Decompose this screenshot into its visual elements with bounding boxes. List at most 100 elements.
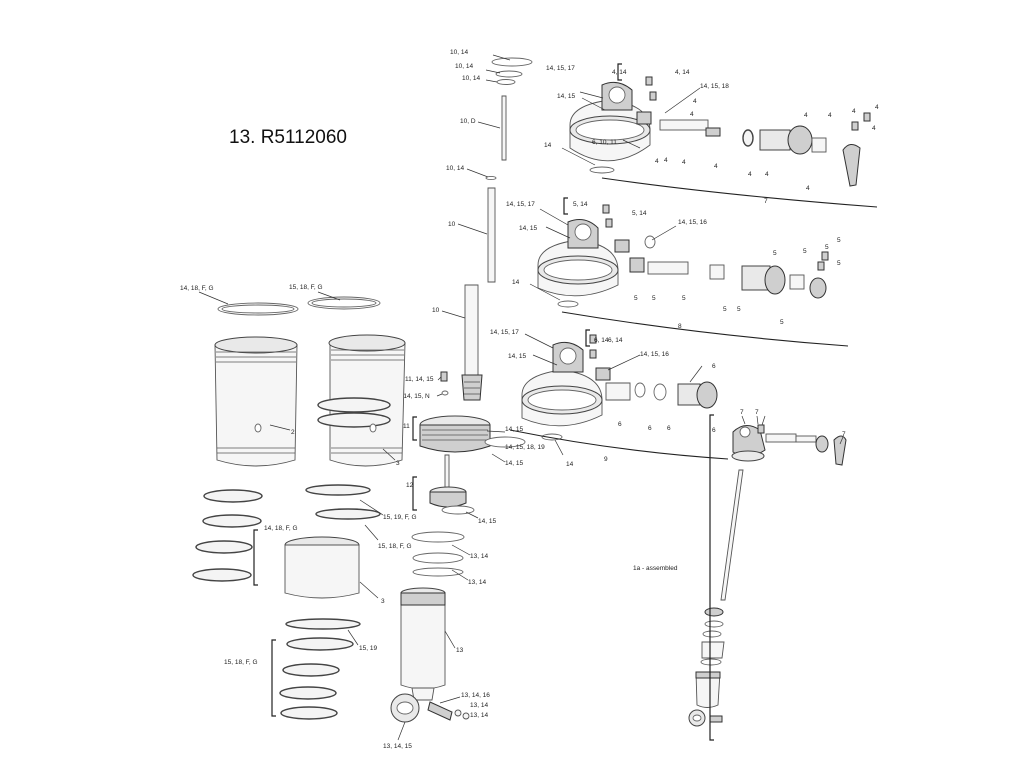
label: 9 <box>604 456 608 463</box>
label: 7 <box>740 409 744 416</box>
label: 6 <box>667 425 671 432</box>
label: 14, 15, 18, 19 <box>505 444 545 451</box>
shaft-assembly <box>419 57 533 515</box>
label: 4 <box>765 171 769 178</box>
label: 14, 15, 17 <box>506 201 535 208</box>
label: 4 <box>682 159 686 166</box>
label: 6 <box>712 427 716 434</box>
label: 14, 15, 16 <box>678 219 707 226</box>
washer <box>491 57 533 67</box>
label: 14, 15 <box>505 460 523 467</box>
label: 5 <box>723 306 727 313</box>
label: 10 <box>432 307 440 314</box>
washer <box>495 70 523 78</box>
label: 5 <box>837 260 841 267</box>
label: 5, 14 <box>573 201 588 208</box>
label: 15, 18, F, G <box>289 284 323 291</box>
label: 5 <box>634 295 638 302</box>
label: 13, 14 <box>470 553 488 560</box>
assembled-view <box>688 424 847 727</box>
label: 13, 14 <box>470 712 488 719</box>
label: 10, 14 <box>455 63 473 70</box>
air-can-right <box>307 296 406 467</box>
label: 6, 10, 11 <box>592 139 617 146</box>
label: 5 <box>837 237 841 244</box>
label: 6 <box>648 425 652 432</box>
label: 4 <box>806 185 810 192</box>
port-screw <box>440 371 448 382</box>
label: 14 <box>544 142 552 149</box>
label: 10, D <box>460 118 476 125</box>
piston-ring <box>484 436 526 448</box>
label: 7 <box>764 198 768 205</box>
label: 10, 14 <box>446 165 464 172</box>
label: 14, 15 <box>519 225 537 232</box>
label: 5 <box>652 295 656 302</box>
seal-rings-mid <box>305 484 465 577</box>
shaft-base <box>461 374 483 401</box>
label: 4, 14 <box>612 69 627 76</box>
label: 15, 19 <box>359 645 377 652</box>
label: 10, 14 <box>450 49 468 56</box>
label: 14, 15, 16 <box>640 351 669 358</box>
label: 14, 15 <box>508 353 526 360</box>
label: 12 <box>406 482 414 489</box>
label: 4 <box>655 158 659 165</box>
label: 5 <box>682 295 686 302</box>
label: 6, 14 <box>594 337 609 344</box>
label: 4 <box>690 111 694 118</box>
label: 7 <box>755 409 759 416</box>
label: 10 <box>448 221 456 228</box>
shaft-upper <box>487 187 496 283</box>
label: 14, 18, F, G <box>264 525 298 532</box>
label: 13 <box>456 647 464 654</box>
needle-rod <box>501 95 507 161</box>
assembly-group-8 <box>537 204 829 308</box>
label: 4 <box>852 108 856 115</box>
label: 10, 14 <box>462 75 480 82</box>
label: 2 <box>291 429 295 436</box>
label: 3 <box>396 460 400 467</box>
label: 6 <box>712 363 716 370</box>
label: 6, 14 <box>608 337 623 344</box>
label: 4, 14 <box>675 69 690 76</box>
label: 11, 14, 15 <box>405 376 434 383</box>
valve-body <box>429 491 467 508</box>
label: 5 <box>803 248 807 255</box>
label: 14, 15, 17 <box>490 329 519 336</box>
label: 13, 14 <box>468 579 486 586</box>
o-ring <box>441 390 449 396</box>
label: 4 <box>664 157 668 164</box>
label: 14 <box>566 461 574 468</box>
label: 5 <box>825 244 829 251</box>
assembly-group-7 <box>569 76 871 187</box>
label: 11, 14, 15, N <box>393 393 430 400</box>
label: 15, 18, F, G <box>224 659 258 666</box>
label: 5, 14 <box>632 210 647 217</box>
label: 15, 19, F, G <box>383 514 417 521</box>
label: 14, 15 <box>557 93 575 100</box>
label: 11 <box>403 423 410 430</box>
label: 15, 18, F, G <box>378 543 412 550</box>
sleeve-3 <box>284 536 360 599</box>
label: 6 <box>618 421 622 428</box>
seal-rings-left <box>192 489 263 582</box>
air-can-left <box>214 302 299 467</box>
seal-rings-bottom <box>279 618 361 720</box>
label: 5 <box>737 306 741 313</box>
assembly-group-9 <box>521 334 718 441</box>
label: 13, 14, 15 <box>383 743 412 750</box>
label: 14, 15 <box>505 426 523 433</box>
label: 4 <box>693 98 697 105</box>
washer <box>496 79 516 85</box>
label: 3 <box>381 598 385 605</box>
label: 14, 18, F, G <box>180 285 214 292</box>
shaft-lower <box>464 284 479 381</box>
damper-body-13 <box>390 587 470 723</box>
label: 4 <box>714 163 718 170</box>
assembled-label: 1a - assembled <box>633 565 678 572</box>
valve-washer <box>441 505 475 515</box>
clip <box>485 175 497 181</box>
label: 14 <box>512 279 520 286</box>
